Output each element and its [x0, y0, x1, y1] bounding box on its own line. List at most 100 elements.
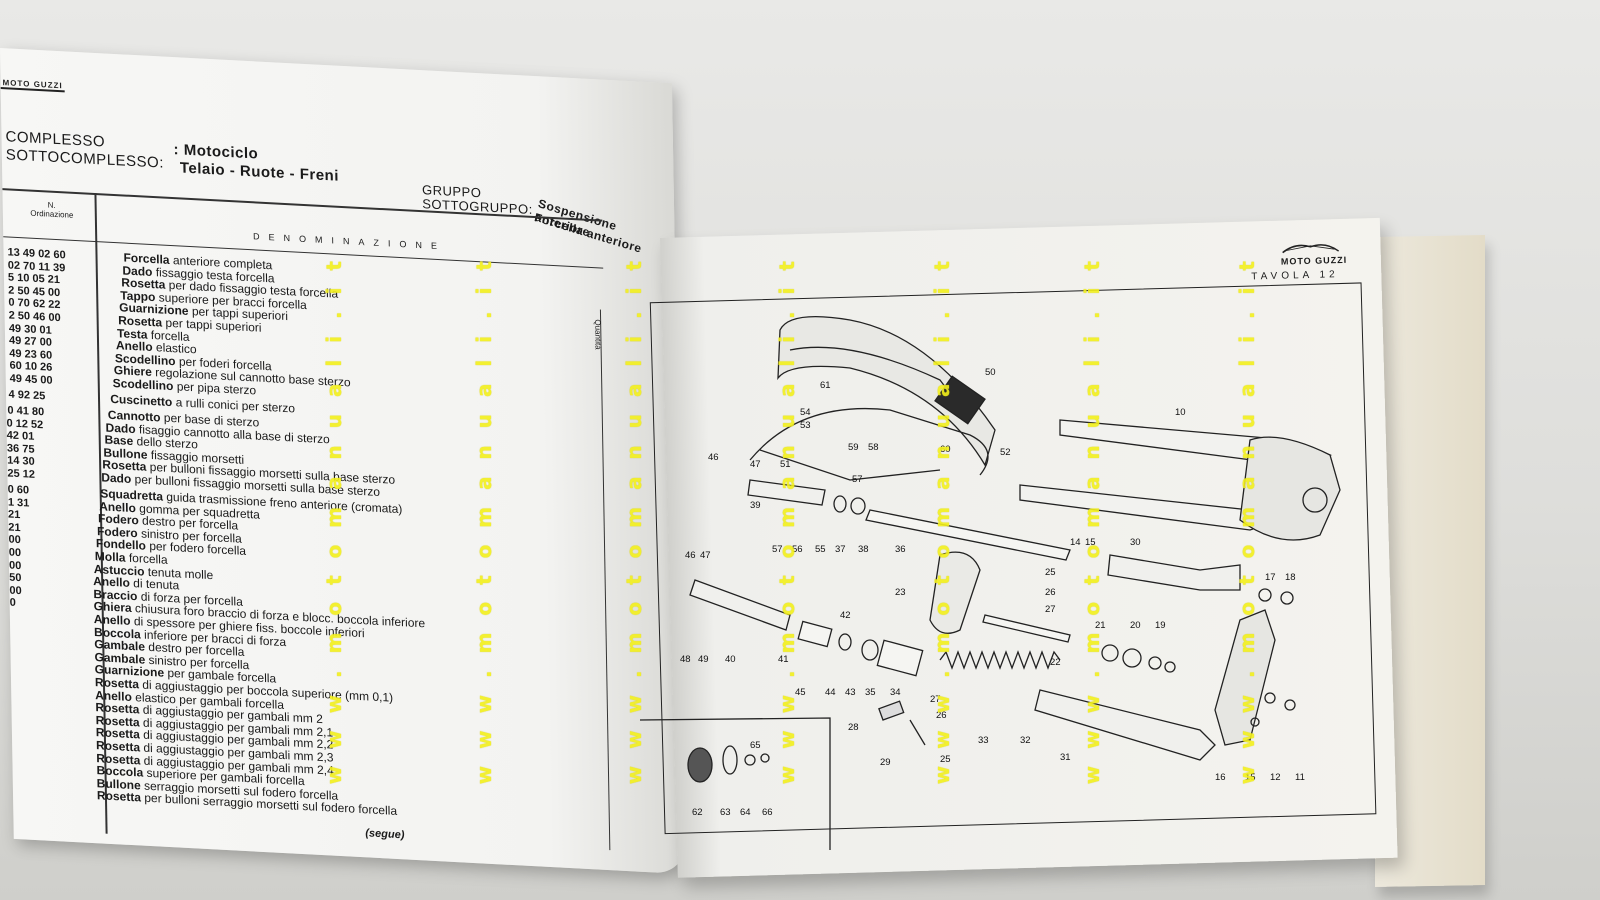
- watermark-4: w w w . m o t o m a n u a l i . i t: [775, 256, 799, 785]
- callout-26b: 26: [936, 710, 947, 721]
- callout-11: 11: [1295, 772, 1305, 783]
- callout-56: 56: [792, 544, 803, 555]
- callout-54: 54: [800, 407, 811, 418]
- fork-crown: [1239, 436, 1341, 541]
- crown-hole: [1302, 487, 1328, 513]
- fork-leg-40: [689, 579, 791, 631]
- bolt-25: [909, 719, 926, 746]
- col-ordinazione: N. Ordinazione: [17, 199, 87, 221]
- callout-59: 59: [848, 442, 859, 453]
- callout-35: 35: [865, 687, 876, 698]
- callout-30: 30: [1130, 537, 1141, 548]
- callout-31: 31: [1060, 752, 1071, 763]
- moto-guzzi-logo: MOTO GUZZI: [0, 78, 65, 93]
- callout-32: 32: [1020, 735, 1031, 746]
- sottocomplesso-label: SOTTOCOMPLESSO:: [5, 146, 165, 172]
- col-quantita: Quantità: [593, 319, 603, 350]
- callout-10: 10: [1175, 407, 1186, 418]
- callout-27b: 27: [930, 694, 941, 705]
- part-description: per pipa sterzo: [176, 379, 257, 398]
- callout-55: 55: [815, 544, 826, 555]
- callout-40: 40: [725, 654, 736, 665]
- callout-51: 51: [780, 459, 791, 470]
- callout-44: 44: [825, 687, 836, 698]
- brake-plate-16: [1214, 609, 1276, 746]
- callout-22: 22: [1050, 657, 1061, 668]
- callout-25b: 25: [940, 754, 951, 765]
- watermark-1: w w w . m o t o m a n u a l i . i t: [322, 256, 346, 785]
- callout-29: 29: [880, 757, 891, 768]
- fork-exploded-drawing: 50 10 52 54 53 61 59 58 60 46 47 51 57 3…: [640, 316, 1341, 850]
- part-name: Rosetta: [96, 788, 142, 805]
- watermark-7: w w w . m o t o m a n u a l i . i t: [1235, 256, 1259, 785]
- mudguard-inner: [789, 346, 971, 421]
- part-name: Scodellino: [112, 375, 174, 394]
- callout-19: 19: [1155, 620, 1166, 631]
- callout-63: 63: [720, 807, 731, 818]
- callout-16: 16: [1215, 772, 1226, 783]
- callout-33: 33: [978, 735, 989, 746]
- brand-label: MOTO GUZZI: [1280, 254, 1348, 267]
- callout-60: 60: [940, 444, 951, 455]
- callout-17: 17: [1265, 572, 1276, 583]
- callout-58: 58: [868, 442, 879, 453]
- callout-41: 41: [778, 654, 789, 665]
- mudguard-shape: [777, 316, 996, 467]
- callout-14: 14: [1070, 537, 1081, 548]
- callout-20: 20: [1130, 620, 1141, 631]
- callout-46b: 46: [685, 550, 696, 561]
- callout-15b: 15: [1245, 772, 1256, 783]
- part-39: [747, 479, 826, 506]
- eagle-icon: [1282, 244, 1340, 254]
- fork-leg-30: [1107, 554, 1241, 591]
- callout-64: 64: [740, 807, 751, 818]
- callout-61: 61: [820, 380, 831, 391]
- callout-26: 26: [1045, 587, 1056, 598]
- part-code: 4 92 25: [8, 388, 46, 403]
- callout-15: 15: [1085, 537, 1096, 548]
- slider-31: [1034, 689, 1216, 761]
- callout-50: 50: [985, 367, 996, 378]
- callout-53: 53: [800, 420, 811, 431]
- callout-47b: 47: [700, 550, 711, 561]
- spring-33: [939, 650, 1061, 670]
- callout-27: 27: [1045, 604, 1056, 615]
- callout-62: 62: [692, 807, 703, 818]
- rod-22: [982, 614, 1071, 643]
- part-code: [13, 795, 79, 798]
- callout-49: 49: [698, 654, 709, 665]
- callout-12: 12: [1270, 772, 1281, 783]
- callout-65: 65: [750, 740, 761, 751]
- callout-34: 34: [890, 687, 901, 698]
- callout-66: 66: [762, 807, 773, 818]
- callout-52: 52: [1000, 447, 1011, 458]
- callout-57: 57: [772, 544, 783, 555]
- logo-text: MOTO GUZZI: [2, 78, 63, 91]
- callout-28: 28: [848, 722, 859, 733]
- watermark-3: w w w . m o t o m a n u a l i . i t: [622, 256, 646, 785]
- part-name: Cuscinetto: [110, 391, 173, 410]
- callout-42: 42: [840, 610, 851, 621]
- mudguard-stay: [749, 407, 989, 476]
- brace-part: [929, 551, 981, 634]
- callout-45: 45: [795, 687, 806, 698]
- watermark-5: w w w . m o t o m a n u a l i . i t: [930, 256, 954, 785]
- right-page: MOTO GUZZI TAVOLA 12: [649, 217, 1398, 878]
- mudguard-stay-2: [759, 449, 941, 481]
- moto-guzzi-brand: MOTO GUZZI: [1280, 239, 1347, 267]
- stem-36: [865, 509, 1071, 561]
- tavola-label: TAVOLA 12: [1251, 269, 1339, 283]
- callout-46: 46: [708, 452, 719, 463]
- callout-37: 37: [835, 544, 846, 555]
- part-name: Dado: [101, 470, 132, 486]
- part-code: 49 45 00: [9, 372, 53, 387]
- callout-18: 18: [1285, 572, 1296, 583]
- watermark-6: w w w . m o t o m a n u a l i . i t: [1080, 256, 1104, 785]
- callout-23: 23: [895, 587, 906, 598]
- knob-62: [687, 747, 713, 783]
- callout-57: 57: [852, 474, 863, 485]
- callout-43: 43: [845, 687, 856, 698]
- part-code: 25 12: [7, 467, 36, 481]
- segue-note: (segue): [365, 827, 405, 842]
